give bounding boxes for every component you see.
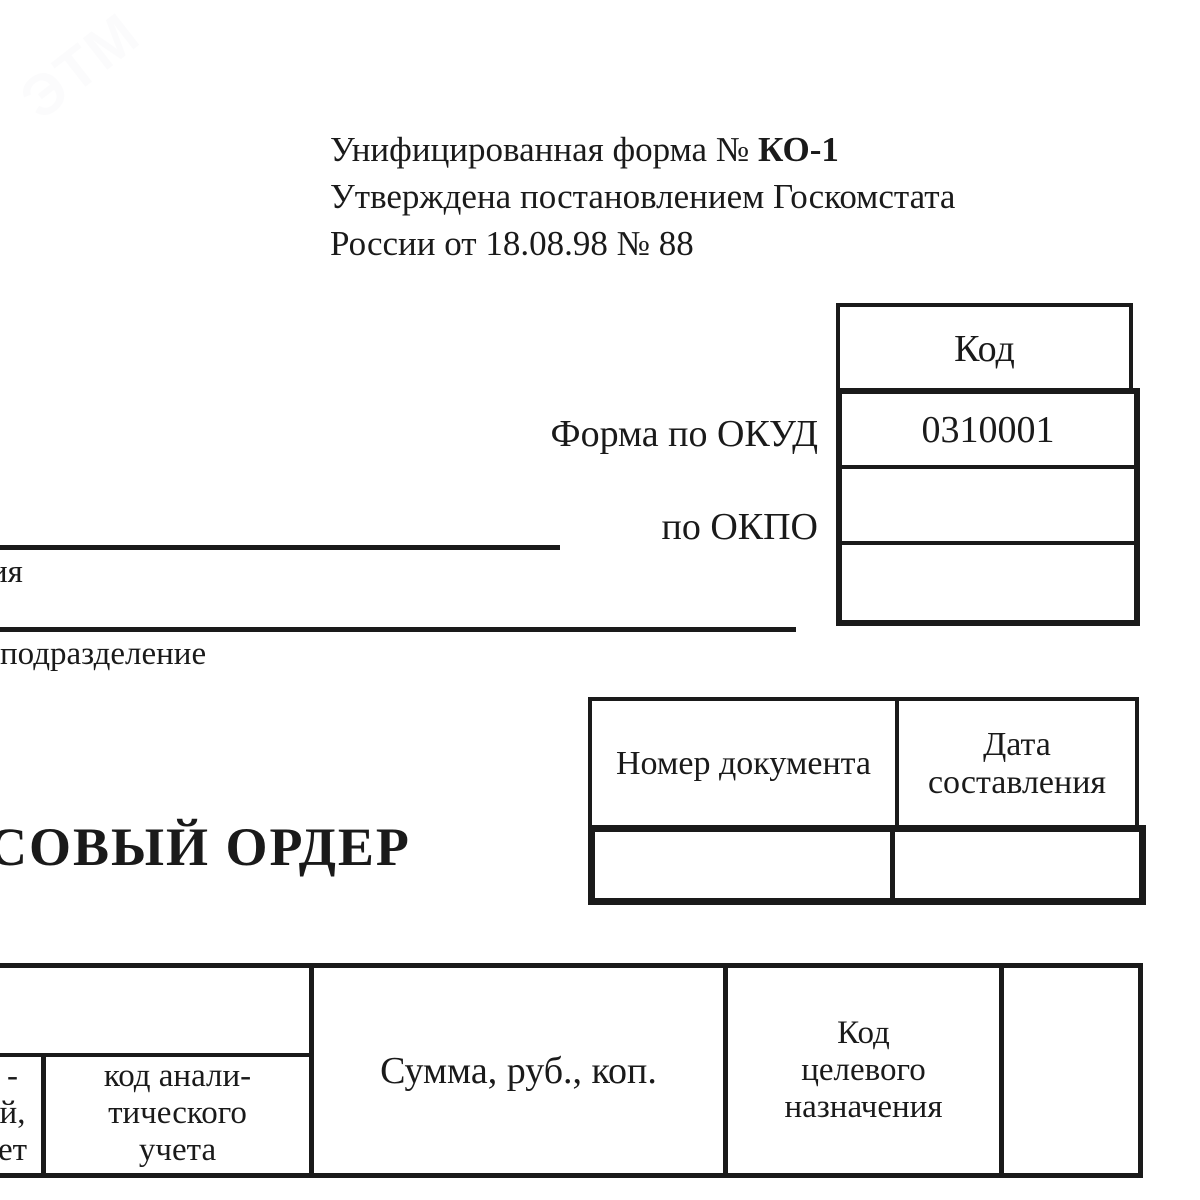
- label-po-okpo: по ОКПО: [661, 506, 818, 548]
- grid-cell-sum-rub-kop: Сумма, руб., коп.: [380, 1049, 657, 1092]
- form-header-line-2: Утверждена постановлением Госкомстата: [330, 177, 956, 216]
- code-table-header-label: Код: [954, 327, 1015, 370]
- grid-cell-empty[interactable]: [1004, 968, 1138, 1173]
- code-table-row-extra[interactable]: [842, 545, 1134, 620]
- grid-cell-target-purpose-code: Код целевого назначения: [784, 1015, 943, 1125]
- form-code-ko1: КО-1: [757, 130, 839, 169]
- number-date-table-header: Номер документа Дата составления: [588, 697, 1139, 827]
- form-header-line-1: Унифицированная форма № КО-1: [330, 126, 1160, 173]
- subdivision-fill-line[interactable]: [0, 627, 796, 632]
- grid-divider-2: [309, 968, 314, 1173]
- label-form-po-okud: Форма по ОКУД: [550, 413, 818, 455]
- organization-caption: ия: [0, 554, 23, 590]
- code-table-header: Код: [836, 303, 1133, 390]
- document-title: СОВЫЙ ОРДЕР: [0, 817, 411, 877]
- organization-fill-line[interactable]: [0, 545, 560, 550]
- grid-cell-analytic-account-code: код анали- тического учета: [103, 1057, 252, 1168]
- watermark-logo: ЭТМ: [0, 0, 180, 138]
- form-header-block: Унифицированная форма № КО-1 Утверждена …: [330, 126, 1160, 267]
- code-table-row-okpo[interactable]: [842, 469, 1134, 545]
- grid-divider-4: [999, 968, 1004, 1173]
- value-number-of-document[interactable]: [595, 832, 895, 898]
- grid-spanning-cell[interactable]: [0, 968, 309, 1053]
- code-table-row-okud[interactable]: 0310001: [842, 394, 1134, 470]
- code-table-body: 0310001: [836, 388, 1140, 626]
- form-header-line-3: России от 18.08.98 № 88: [330, 224, 694, 263]
- code-value-okud: 0310001: [921, 408, 1055, 451]
- number-date-table-body: [588, 825, 1146, 905]
- grid-divider-3: [723, 968, 728, 1173]
- grid-cell-correspondent-account-fragment: - й, ет: [0, 1057, 28, 1168]
- grid-divider-1: [41, 1053, 46, 1173]
- form-header-line-1-prefix: Унифицированная форма №: [330, 130, 758, 169]
- grid-span-divider: [0, 1053, 309, 1057]
- header-number-of-document: Номер документа: [592, 701, 899, 827]
- value-date-of-compilation[interactable]: [895, 832, 1139, 898]
- header-date-of-compilation: Дата составления: [927, 726, 1107, 801]
- subdivision-caption: подразделение: [0, 636, 207, 672]
- accounting-grid-table: - й, ет код анали- тического учета Сумма…: [0, 963, 1143, 1178]
- watermark-text: ЭТМ: [8, 0, 152, 133]
